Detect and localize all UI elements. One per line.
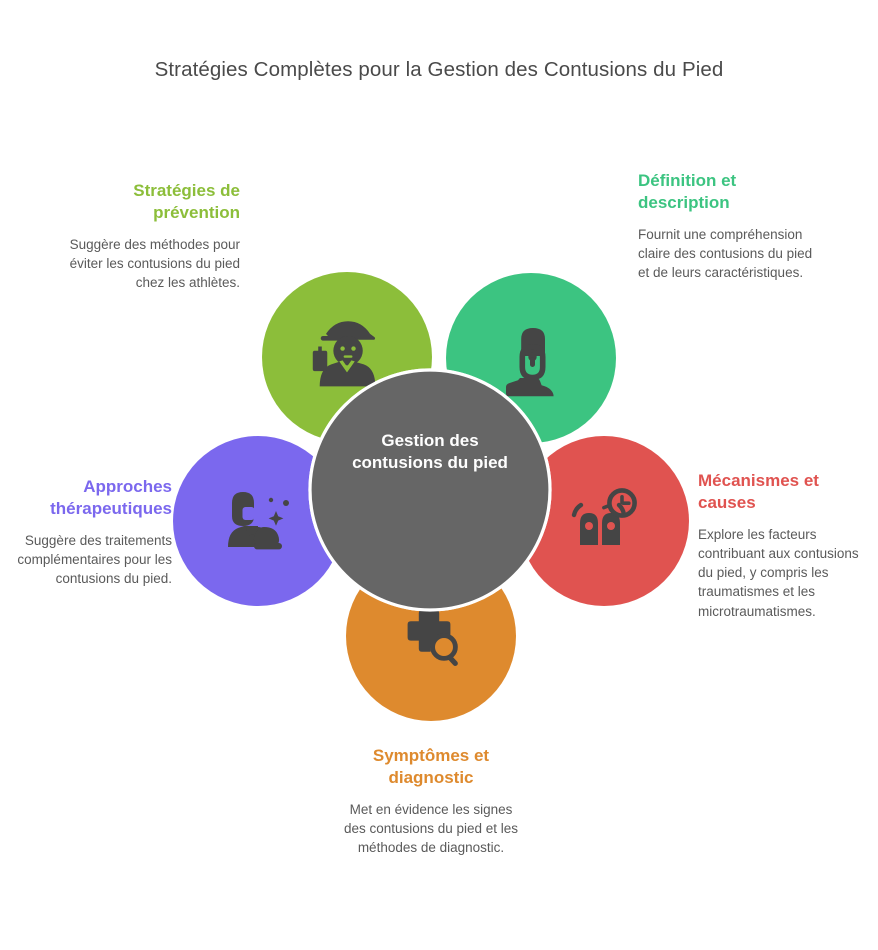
label-title-symptoms: Symptômes et diagnostic [372, 746, 490, 788]
label-title-definition: Définition et description [638, 171, 737, 213]
label-block-approaches[interactable]: Approches thérapeutiques Suggère des tra… [0, 476, 172, 588]
label-desc-mechanisms: Explore les facteurs contribuant aux con… [698, 526, 859, 619]
label-title-mechanisms: Mécanismes et causes [698, 471, 819, 513]
therapy-care-icon [228, 492, 289, 550]
label-block-prevention[interactable]: Stratégies de prévention Suggère des mét… [62, 180, 240, 292]
hub-circle [310, 370, 550, 610]
label-desc-symptoms: Met en évidence les signes des contusion… [343, 801, 519, 856]
label-block-definition[interactable]: Définition et description Fournit une co… [638, 170, 816, 282]
page-title: Stratégies Complètes pour la Gestion des… [154, 57, 724, 81]
athlete-coach-icon [312, 321, 376, 387]
hub-outline [308, 368, 552, 612]
label-block-symptoms[interactable]: Symptômes et diagnostic Met en évidence … [342, 745, 520, 857]
impact-clock-icon [571, 488, 637, 545]
hub[interactable] [308, 368, 552, 612]
label-desc-definition: Fournit une compréhension claire des con… [638, 226, 813, 281]
label-block-mechanisms[interactable]: Mécanismes et causes Explore les facteur… [698, 470, 876, 621]
label-title-prevention: Stratégies de prévention [133, 181, 240, 223]
foot-brace-icon [506, 328, 554, 397]
petal-circle-approaches [173, 436, 343, 606]
label-desc-prevention: Suggère des méthodes pour éviter les con… [69, 236, 240, 291]
label-desc-approaches: Suggère des traitements complémentaires … [17, 532, 172, 587]
medical-cross-search-icon [407, 610, 458, 666]
label-title-approaches: Approches thérapeutiques [50, 477, 172, 519]
